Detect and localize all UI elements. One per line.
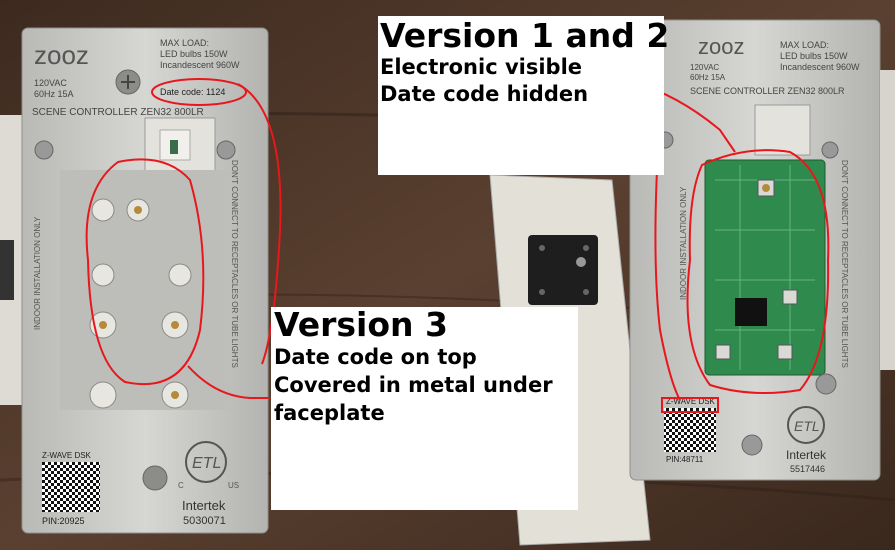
right-qr-code <box>664 408 716 452</box>
callout-v3-line-2: Covered in metal under faceplate <box>274 373 553 425</box>
right-brand: zooz <box>698 34 744 59</box>
left-model: SCENE CONTROLLER ZEN32 800LR <box>32 107 204 118</box>
left-incandescent-load: Incandescent 960W <box>160 60 240 70</box>
left-etl-mark: ETL <box>192 455 221 472</box>
left-indoor-text: INDOOR INSTALLATION ONLY <box>33 216 42 330</box>
left-brand: zooz <box>34 40 89 70</box>
callout-v12-title: Version 1 and 2 <box>380 16 670 55</box>
right-cert-brand: Intertek <box>786 448 827 462</box>
left-dsk-label: Z-WAVE DSK <box>42 451 92 460</box>
right-led-load: LED bulbs 150W <box>780 51 848 61</box>
right-dsk-label: Z-WAVE DSK <box>666 397 716 406</box>
right-rating: 60Hz 15A <box>690 73 726 82</box>
right-cert-number: 5517446 <box>790 464 825 474</box>
date-code-leader <box>237 83 282 365</box>
callout-v12-line-1: Electronic visible <box>380 55 583 79</box>
right-max-load: MAX LOAD: <box>780 40 829 50</box>
left-bottom-screw <box>142 465 168 491</box>
callout-version-3: Version 3 Date code on top Covered in me… <box>271 307 578 510</box>
right-incandescent-load: Incandescent 960W <box>780 62 860 72</box>
left-side-warning: DON'T CONNECT TO RECEPTACLES OR TUBE LIG… <box>230 160 239 368</box>
left-pin: PIN:20925 <box>42 516 85 526</box>
date-code-circle <box>151 78 247 106</box>
left-c-mark: C <box>178 481 184 490</box>
callout-v3-line-1: Date code on top <box>274 345 477 369</box>
callout-v3-title: Version 3 <box>274 305 448 344</box>
right-voltage: 120VAC <box>690 63 719 72</box>
body-outline-left <box>85 158 205 386</box>
right-etl-mark: ETL <box>794 418 820 434</box>
left-rating: 60Hz 15A <box>34 89 74 99</box>
right-model: SCENE CONTROLLER ZEN32 800LR <box>690 86 845 96</box>
left-led-load: LED bulbs 150W <box>160 49 228 59</box>
left-cert-brand: Intertek <box>182 498 226 513</box>
hidden-date-box <box>661 397 719 413</box>
callout-version-1-2: Version 1 and 2 Electronic visible Date … <box>378 16 670 175</box>
left-cert-number: 5030071 <box>183 515 226 527</box>
left-us-mark: US <box>228 481 239 490</box>
left-voltage: 120VAC <box>34 78 67 88</box>
right-indoor-text: INDOOR INSTALLATION ONLY <box>679 186 688 300</box>
left-max-load: MAX LOAD: <box>160 38 209 48</box>
right-pin: PIN:48711 <box>666 455 704 464</box>
pcb-outline-right <box>686 149 830 395</box>
right-side-warning: DON'T CONNECT TO RECEPTACLES OR TUBE LIG… <box>840 160 849 368</box>
partial-switch-left <box>0 115 22 405</box>
body-leader-left <box>187 365 270 399</box>
right-switch-version12: zooz MAX LOAD: LED bulbs 150W Incandesce… <box>629 19 895 481</box>
left-switch-version3: zooz MAX LOAD: LED bulbs 150W Incandesce… <box>21 27 269 534</box>
left-qr-code <box>42 462 100 512</box>
left-date-code: Date code: 1124 <box>160 87 225 97</box>
callout-v12-line-2: Date code hidden <box>380 82 589 106</box>
